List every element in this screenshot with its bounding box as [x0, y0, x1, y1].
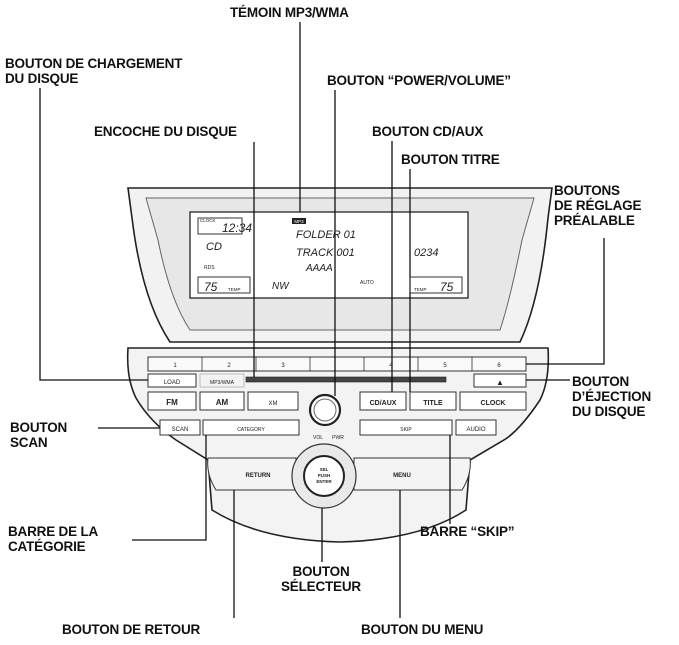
selector-knob-label: PUSH: [318, 473, 331, 478]
eject-label: ▲: [496, 378, 504, 387]
fm-label: FM: [166, 398, 178, 407]
lcd-clock-box: [197, 217, 243, 235]
pwr-label: PWR: [332, 435, 344, 441]
cd-aux-label: CD/AUX: [370, 400, 397, 407]
am-label: AM: [216, 398, 229, 407]
mp3-indicator: [292, 218, 306, 224]
selector-knob-label: ENTER: [316, 479, 332, 484]
selector-knob-label: SEL: [320, 467, 329, 472]
preset-strip: [147, 356, 527, 372]
lcd-clock: 12:34: [222, 221, 252, 235]
skip-bar[interactable]: [359, 419, 453, 436]
lcd-clock-label: CLOCK: [200, 218, 216, 223]
cd-aux-button[interactable]: [359, 391, 407, 411]
lcd-source: CD: [206, 241, 222, 253]
vol-label: VOL: [313, 435, 323, 441]
preset-button-7[interactable]: 6: [497, 363, 501, 369]
lcd-track-time: 0234: [414, 247, 438, 259]
am-button[interactable]: [199, 391, 245, 411]
audio-label: AUDIO: [466, 427, 485, 433]
xm-button[interactable]: [247, 391, 299, 411]
leader-lines: [39, 22, 605, 618]
mp3-wma-label-box: [199, 373, 245, 388]
power-volume-knob-ring: [313, 398, 337, 422]
lcd-band: RDS: [204, 265, 215, 271]
lcd-track: TRACK 001: [296, 247, 355, 259]
return-label: RETURN: [246, 473, 271, 479]
load-label: LOAD: [164, 380, 181, 386]
lcd-temp-left-box: [197, 276, 251, 294]
preset-button-1[interactable]: 1: [173, 363, 177, 369]
title-label: TITLE: [423, 400, 443, 407]
callout-skip-bar: BARRE “SKIP”: [420, 524, 515, 539]
leader-load: [39, 88, 148, 381]
lcd-album: AAAA: [305, 263, 333, 274]
category-label: CATEGORY: [237, 427, 265, 433]
menu-button[interactable]: [353, 457, 471, 491]
lcd-mode: NW: [272, 281, 290, 292]
preset-button-3[interactable]: 3: [281, 363, 285, 369]
lcd-temp-right-unit: TEMP: [414, 287, 427, 292]
scan-label: SCAN: [172, 427, 189, 433]
menu-label: MENU: [393, 473, 411, 479]
lcd-temp-right-box: [409, 276, 463, 294]
callout-mp3-indicator: TÉMOIN MP3/WMA: [230, 5, 349, 20]
mp3-wma-label: MP3/WMA: [210, 380, 235, 386]
clock-button[interactable]: [459, 391, 527, 411]
preset-button-5[interactable]: 4: [389, 363, 393, 369]
callout-return-button: BOUTON DE RETOUR: [62, 622, 201, 637]
callout-title-button: BOUTON TITRE: [401, 152, 500, 167]
category-bar[interactable]: [202, 419, 300, 436]
title-button[interactable]: [409, 391, 457, 411]
callout-power-volume: BOUTON “POWER/VOLUME”: [327, 73, 511, 88]
callout-cd-aux: BOUTON CD/AUX: [372, 124, 484, 139]
leader-category: [132, 435, 207, 541]
leader-presets: [526, 238, 605, 365]
disc-slot: [245, 376, 447, 383]
clock-label: CLOCK: [481, 400, 506, 407]
lcd-temp-right: 75: [440, 280, 454, 294]
lcd-temp-left-unit: TEMP: [228, 287, 241, 292]
lcd-auto: AUTO: [360, 280, 374, 286]
callout-disc-slot: ENCOCHE DU DISQUE: [94, 124, 237, 139]
lcd-screen: [189, 211, 469, 299]
skip-label: SKIP: [400, 427, 412, 433]
preset-button-2[interactable]: 2: [227, 363, 231, 369]
mp3-indicator-text: MP3: [294, 219, 304, 224]
lcd-temp-left: 75: [204, 280, 218, 294]
fm-button[interactable]: [147, 391, 197, 411]
callout-menu-button: BOUTON DU MENU: [361, 622, 484, 637]
xm-label: XM: [269, 401, 278, 407]
preset-button-6[interactable]: 5: [443, 363, 447, 369]
audio-button[interactable]: [455, 419, 497, 436]
return-button[interactable]: [207, 457, 297, 491]
lcd-folder: FOLDER 01: [296, 229, 356, 241]
selector-knob[interactable]: [303, 455, 345, 497]
